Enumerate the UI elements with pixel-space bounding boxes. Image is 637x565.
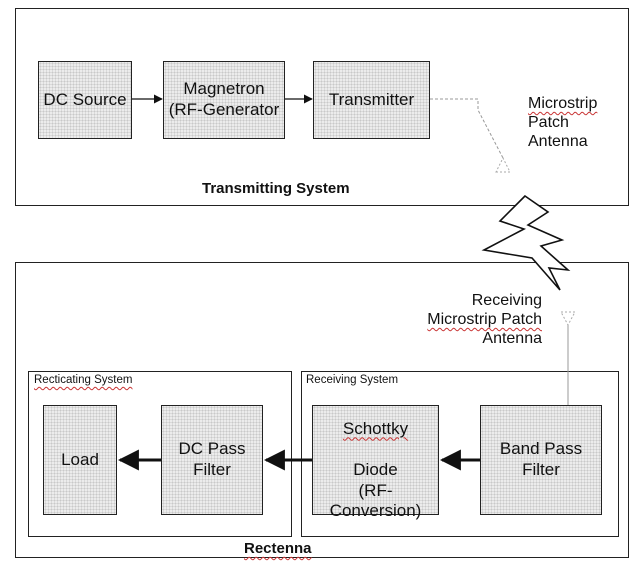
rx-antenna-line2: Microstrip Patch xyxy=(427,311,542,329)
schottky-label: Schottky xyxy=(342,418,409,438)
band-pass-filter-label: Band Pass Filter xyxy=(499,439,583,479)
schottky-diode-block: Schottky Diode (RF-Conversion) xyxy=(312,405,439,520)
tx-antenna-line3: Antenna xyxy=(528,133,588,151)
rectifying-system-title: Recticating System xyxy=(34,374,133,386)
load-label: Load xyxy=(61,449,99,469)
transmitting-system-title: Transmitting System xyxy=(202,180,350,197)
tx-antenna-line1: Microstrip xyxy=(528,95,598,112)
transmitter-block: Transmitter xyxy=(313,61,430,139)
dc-source-block: DC Source xyxy=(38,61,132,139)
dc-pass-filter-label: DC Pass Filter xyxy=(178,439,246,479)
magnetron-label: Magnetron (RF-Generator xyxy=(168,79,280,119)
magnetron-block: Magnetron (RF-Generator xyxy=(163,61,285,139)
rectenna-title: Rectenna xyxy=(244,540,312,557)
rx-antenna-line1: Receiving xyxy=(471,292,542,309)
schottky-rest-label: Diode (RF-Conversion) xyxy=(329,460,422,521)
load-block: Load xyxy=(43,405,117,515)
rx-antenna-label: Receiving Microstrip Patch Antenna xyxy=(412,291,542,349)
dc-pass-filter-block: DC Pass Filter xyxy=(161,405,263,515)
tx-antenna-label: Microstrip Patch Antenna xyxy=(528,94,597,152)
dc-source-label: DC Source xyxy=(43,89,127,109)
transmitter-label: Transmitter xyxy=(328,89,415,109)
rx-antenna-line3: Antenna xyxy=(482,330,542,348)
receiving-system-title: Receiving System xyxy=(306,374,399,386)
band-pass-filter-block: Band Pass Filter xyxy=(480,405,602,515)
tx-antenna-line2: Patch xyxy=(528,114,569,132)
